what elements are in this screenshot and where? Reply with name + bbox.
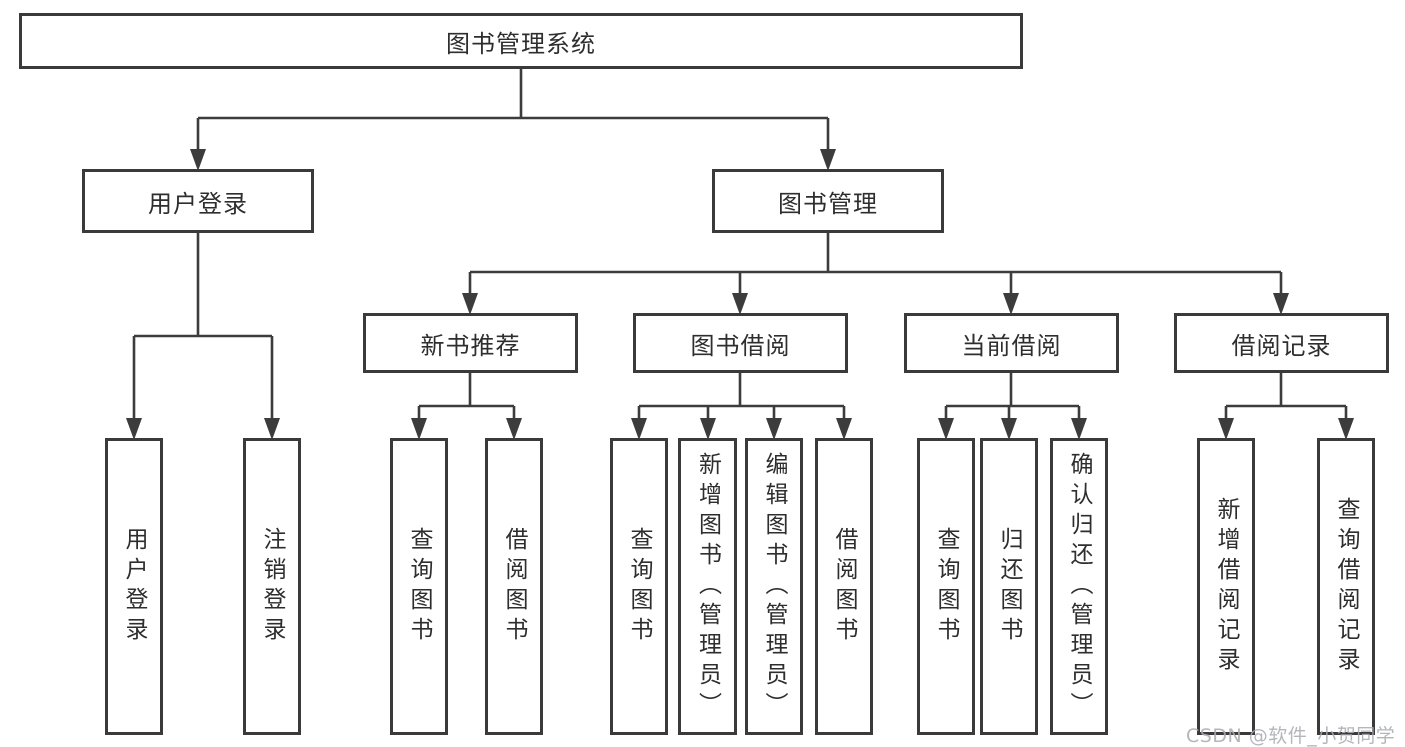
node-label: 借阅图书 xyxy=(501,526,527,647)
connector-book-management-children xyxy=(462,233,1289,315)
node-label: 用户登录 xyxy=(121,526,147,647)
node-label: 查询借阅记录 xyxy=(1333,496,1359,677)
node-label: 图书管理 xyxy=(778,189,878,218)
node-return-books: 归还图书 xyxy=(980,438,1038,735)
node-label: 归还图书 xyxy=(996,526,1022,647)
node-label: 用户登录 xyxy=(148,189,248,218)
node-borrowing-records: 借阅记录 xyxy=(1174,313,1389,373)
node-label: 新增图书（管理员） xyxy=(694,451,721,722)
connector-borrowing-records-children xyxy=(1218,373,1354,440)
node-borrow-books-recommend: 借阅图书 xyxy=(485,438,543,735)
node-label: 图书管理系统 xyxy=(446,29,596,58)
node-label: 借阅图书 xyxy=(831,526,857,647)
node-query-books-borrowing: 查询图书 xyxy=(610,438,668,735)
node-book-management: 图书管理 xyxy=(712,169,944,233)
node-user-login-leaf: 用户登录 xyxy=(105,438,163,735)
node-add-books-admin: 新增图书（管理员） xyxy=(678,438,737,735)
node-current-borrowing: 当前借阅 xyxy=(904,313,1119,373)
node-label: 借阅记录 xyxy=(1231,331,1332,360)
connector-book-borrowing-children xyxy=(631,373,852,440)
connector-new-book-recommendation-children xyxy=(411,373,522,440)
connector-current-borrowing-children xyxy=(938,373,1087,440)
csdn-watermark: CSDN @软件_小贺同学 xyxy=(1186,725,1396,747)
node-logout: 注销登录 xyxy=(243,438,301,735)
node-label: 查询图书 xyxy=(626,526,652,647)
node-query-books-current: 查询图书 xyxy=(917,438,975,735)
connector-root-to-level2 xyxy=(190,69,836,171)
node-label: 确认归还（管理员） xyxy=(1066,451,1092,722)
node-new-book-recommendation: 新书推荐 xyxy=(363,313,578,373)
node-label: 编辑图书（管理员） xyxy=(761,451,787,722)
node-add-borrow-record: 新增借阅记录 xyxy=(1197,438,1255,735)
node-label: 注销登录 xyxy=(259,526,285,647)
node-query-borrow-record: 查询借阅记录 xyxy=(1317,438,1375,735)
connector-user-login-children xyxy=(126,233,280,440)
node-label: 查询图书 xyxy=(406,526,432,647)
node-user-login: 用户登录 xyxy=(82,169,314,233)
node-borrow-books-leaf: 借阅图书 xyxy=(815,438,873,735)
node-book-borrowing: 图书借阅 xyxy=(633,313,848,373)
node-label: 新书推荐 xyxy=(420,331,521,360)
node-label: 新增借阅记录 xyxy=(1213,496,1239,677)
node-confirm-return-admin: 确认归还（管理员） xyxy=(1050,438,1108,735)
node-edit-books-admin: 编辑图书（管理员） xyxy=(745,438,803,735)
node-query-books-recommend: 查询图书 xyxy=(390,438,448,735)
node-label: 查询图书 xyxy=(933,526,959,647)
node-label: 图书借阅 xyxy=(690,331,791,360)
node-library-management-system: 图书管理系统 xyxy=(19,13,1023,69)
node-label: 当前借阅 xyxy=(961,331,1062,360)
